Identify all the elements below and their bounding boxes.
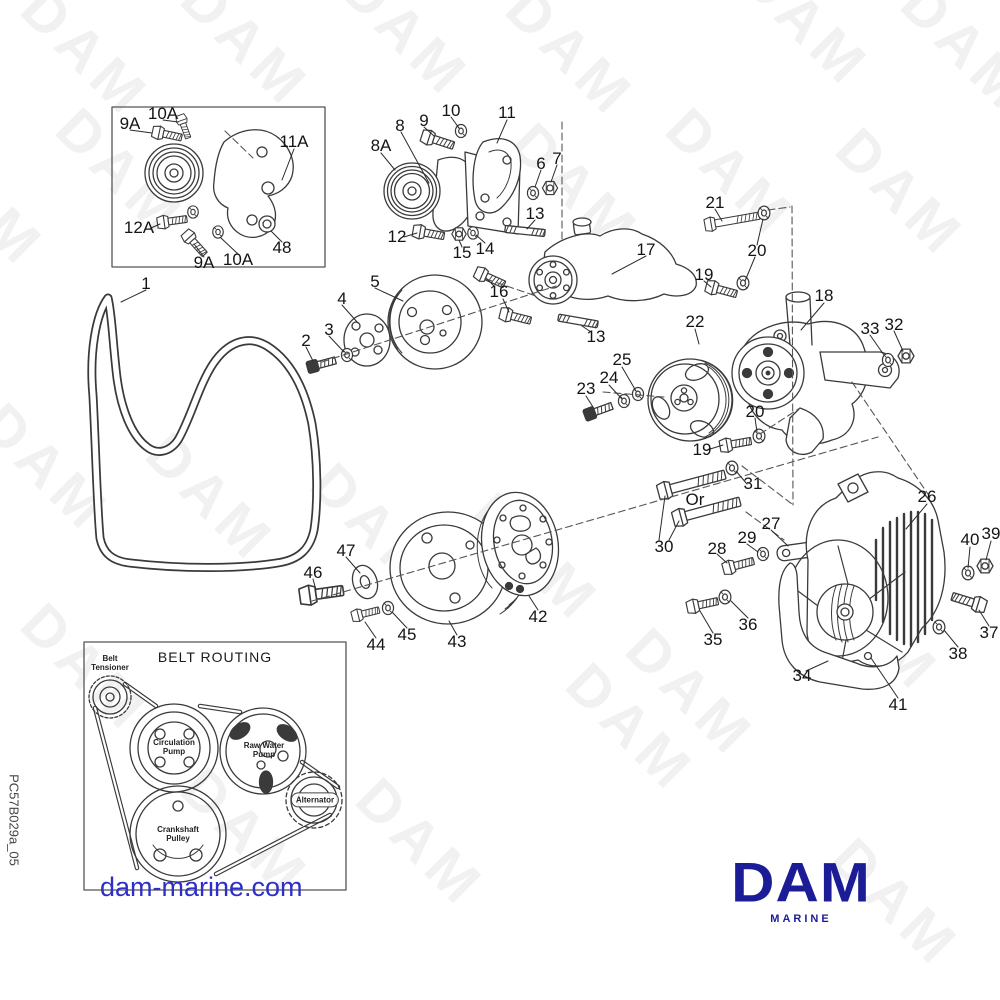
belt-routing-title: BELT ROUTING: [157, 649, 273, 665]
raw-water-pump-drawing: [731, 291, 900, 455]
tensioner-pump-assembly-drawing: [383, 123, 559, 244]
part-callout-12: 12: [387, 227, 407, 246]
tensioner-inset-drawing: [111, 106, 326, 268]
document-part-code: PC57B029a_05: [6, 774, 22, 866]
part-callout-46: 46: [303, 563, 323, 582]
part-callout-18: 18: [814, 286, 834, 305]
part-callout-27: 27: [761, 514, 781, 533]
belt-routing-label-tensioner: Belt Tensioner: [91, 653, 129, 672]
part-callout-19: 19: [692, 440, 712, 459]
part-callout-47: 47: [336, 541, 356, 560]
part-callout-13: 13: [586, 327, 606, 346]
part-callout-26: 26: [917, 487, 937, 506]
belt-routing-label-circulation-pump: Circulation Pump: [153, 737, 195, 756]
alternator-drawing: [684, 471, 994, 690]
part-callout-Or: Or: [685, 490, 705, 509]
part-callout-19: 19: [694, 265, 714, 284]
part-callout-23: 23: [576, 379, 596, 398]
part-callout-9: 9: [419, 111, 429, 130]
part-callout-9A: 9A: [193, 253, 215, 272]
part-callout-41: 41: [888, 695, 908, 714]
part-callout-38: 38: [948, 644, 968, 663]
part-callout-32: 32: [884, 315, 904, 334]
part-callout-13: 13: [525, 204, 545, 223]
part-callout-16: 16: [489, 282, 509, 301]
dam-marine-logo: DAM MARINE: [703, 851, 899, 925]
belt-routing-inset-drawing: [83, 641, 347, 891]
part-callout-12A: 12A: [123, 218, 155, 237]
part-callout-6: 6: [536, 154, 546, 173]
belt-routing-label-raw-water-pump: Raw Water Pump: [243, 740, 285, 759]
part-callout-36: 36: [738, 615, 758, 634]
part-callout-4: 4: [337, 289, 347, 308]
part-callout-10A: 10A: [222, 250, 254, 269]
part-callout-42: 42: [528, 607, 548, 626]
part-callout-44: 44: [366, 635, 386, 654]
part-callout-8A: 8A: [370, 136, 392, 155]
part-callout-34: 34: [792, 666, 812, 685]
part-callout-25: 25: [612, 350, 632, 369]
leader-lines: [120, 116, 992, 699]
crank-pulley-drawing: [297, 491, 560, 625]
part-callout-30: 30: [654, 537, 674, 556]
logo-subtitle: MARINE: [770, 913, 832, 925]
part-callout-11: 11: [498, 103, 516, 122]
part-callout-20: 20: [745, 402, 765, 421]
part-callout-1: 1: [141, 274, 151, 293]
construction-lines: [224, 121, 933, 602]
logo-wordmark: DAM: [731, 851, 871, 914]
circulation-pump-drawing: [472, 217, 697, 329]
part-callout-45: 45: [397, 625, 417, 644]
part-callout-7: 7: [552, 149, 562, 168]
belt-routing-label-crankshaft-pulley: Crankshaft Pulley: [157, 824, 199, 843]
part-callout-31: 31: [743, 474, 763, 493]
part-callout-43: 43: [447, 632, 467, 651]
part-callout-40: 40: [960, 530, 980, 549]
part-callout-10: 10: [441, 101, 461, 120]
part-callout-21: 21: [705, 193, 725, 212]
part-callout-33: 33: [860, 319, 880, 338]
part-callout-24: 24: [599, 368, 619, 387]
part-callout-11A: 11A: [279, 132, 309, 151]
belt-drawing: [87, 293, 322, 572]
part-callout-2: 2: [301, 331, 311, 350]
pump-pulley-drawing: [305, 274, 483, 375]
part-callout-29: 29: [737, 528, 757, 547]
part-callout-39: 39: [981, 524, 1000, 543]
belt-routing-label-alternator: Alternator: [290, 792, 340, 808]
part-callout-28: 28: [707, 539, 727, 558]
part-callout-17: 17: [636, 240, 656, 259]
part-callout-10A: 10A: [147, 104, 179, 123]
part-callout-37: 37: [979, 623, 999, 642]
part-callout-48: 48: [272, 238, 292, 257]
part-callout-5: 5: [370, 272, 380, 291]
part-callout-3: 3: [324, 320, 334, 339]
part-callout-20: 20: [747, 241, 767, 260]
part-callout-15: 15: [452, 243, 472, 262]
part-callout-9A: 9A: [119, 114, 141, 133]
part-callout-22: 22: [685, 312, 705, 331]
part-callout-35: 35: [703, 630, 723, 649]
ps-pulley-drawing: [581, 358, 734, 442]
part-callout-14: 14: [475, 239, 495, 258]
part-callout-8: 8: [395, 116, 405, 135]
website-link[interactable]: dam-marine.com: [100, 872, 303, 902]
